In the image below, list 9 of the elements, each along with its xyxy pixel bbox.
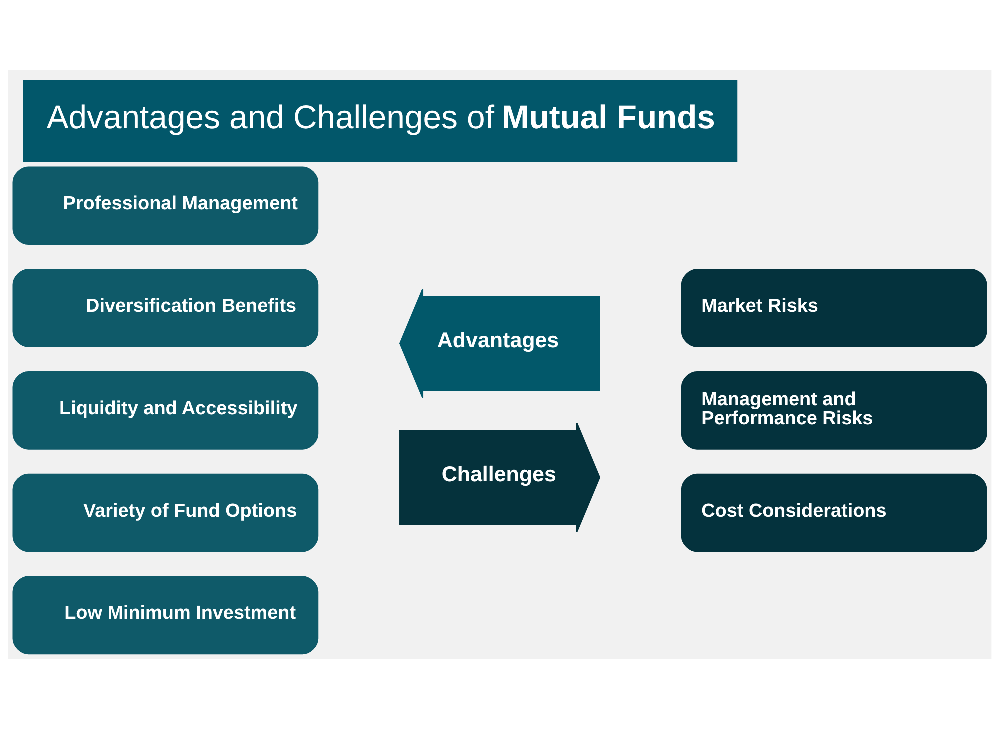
node-box: Cost Considerations — [681, 474, 988, 552]
node-box: Market Risks — [681, 269, 988, 348]
node-box: Variety of Fund Options — [12, 474, 319, 552]
node-box: Professional Management — [12, 166, 319, 246]
diagram-title: Advantages and Challenges of Mutual Funds — [46, 98, 716, 136]
node-box: Liquidity and Accessibility — [12, 371, 319, 450]
node-box: Management and Performance Risks — [681, 371, 988, 450]
node-box: Diversification Benefits — [12, 269, 319, 348]
node-box: Low Minimum Investment — [12, 576, 319, 655]
